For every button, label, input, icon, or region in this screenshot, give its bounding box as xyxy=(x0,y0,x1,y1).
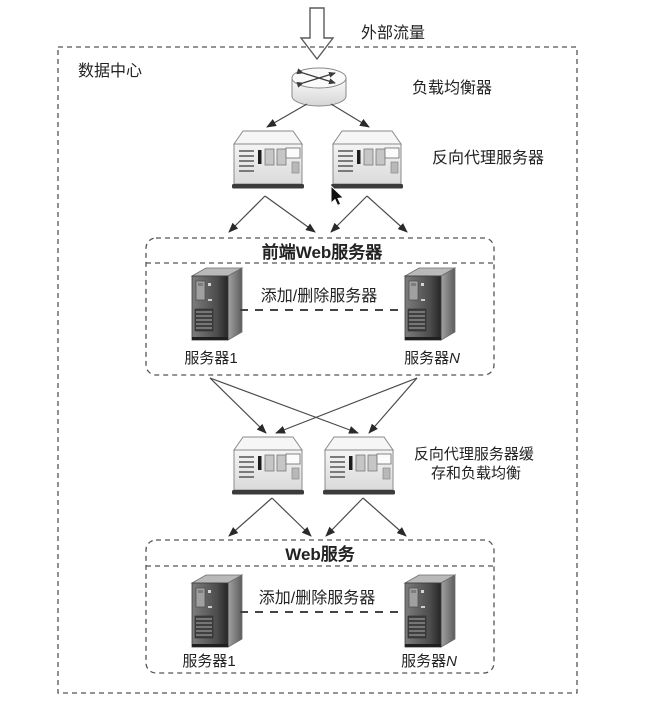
frontend-group-border xyxy=(145,237,495,376)
external-traffic-label: 外部流量 xyxy=(361,24,425,42)
cache-to-web-arrows xyxy=(228,497,407,537)
reverse-proxy-server-left-icon xyxy=(231,130,305,190)
load-balancer-icon xyxy=(291,67,347,107)
web-server-n-label: 服务器N xyxy=(401,653,457,670)
web-group-title: Web服务 xyxy=(285,544,356,564)
web-service-group: Web服务 添加/删除服务器 服务器1 服务器N xyxy=(145,539,495,674)
proxy-to-frontend-arrows xyxy=(228,195,408,233)
frontend-server-n-icon xyxy=(404,267,456,341)
frontend-group-title: 前端Web服务器 xyxy=(262,242,384,262)
frontend-group: 前端Web服务器 添加/删除服务器 服务器1 服务器N xyxy=(145,237,495,376)
frontend-server-n-prefix: 服务器 xyxy=(404,350,449,367)
cache-lb-label-line1: 反向代理服务器缓 xyxy=(414,446,534,463)
cache-lb-label: 反向代理服务器缓 存和负载均衡 xyxy=(414,446,538,482)
frontend-server-1-label: 服务器1 xyxy=(184,350,237,367)
frontend-server-n-label: 服务器N xyxy=(404,350,460,367)
frontend-to-cache-arrows xyxy=(209,377,418,434)
external-traffic-arrow-icon xyxy=(299,7,335,61)
cache-lb-label-line2: 存和负载均衡 xyxy=(431,465,521,482)
lb-to-proxy-arrows xyxy=(266,103,370,128)
datacenter-boundary xyxy=(57,46,578,694)
reverse-proxy-label: 反向代理服务器 xyxy=(432,149,544,167)
load-balancer-label: 负载均衡器 xyxy=(412,79,492,97)
reverse-proxy-server-right-icon xyxy=(330,130,404,190)
web-server-1-icon xyxy=(191,574,243,648)
web-server-n-prefix: 服务器 xyxy=(401,653,446,670)
cache-proxy-server-left-icon xyxy=(231,436,305,496)
mouse-cursor-icon xyxy=(330,184,345,207)
frontend-add-remove-label: 添加/删除服务器 xyxy=(261,287,377,305)
web-server-1-label: 服务器1 xyxy=(182,653,235,670)
web-group-border xyxy=(145,539,495,674)
cache-proxy-server-right-icon xyxy=(322,436,396,496)
web-server-n-icon xyxy=(404,574,456,648)
frontend-server-1-icon xyxy=(191,267,243,341)
frontend-server-n-suffix: N xyxy=(449,350,460,367)
web-add-remove-label: 添加/删除服务器 xyxy=(259,589,375,607)
datacenter-label: 数据中心 xyxy=(78,62,142,80)
web-server-n-suffix: N xyxy=(446,653,457,670)
